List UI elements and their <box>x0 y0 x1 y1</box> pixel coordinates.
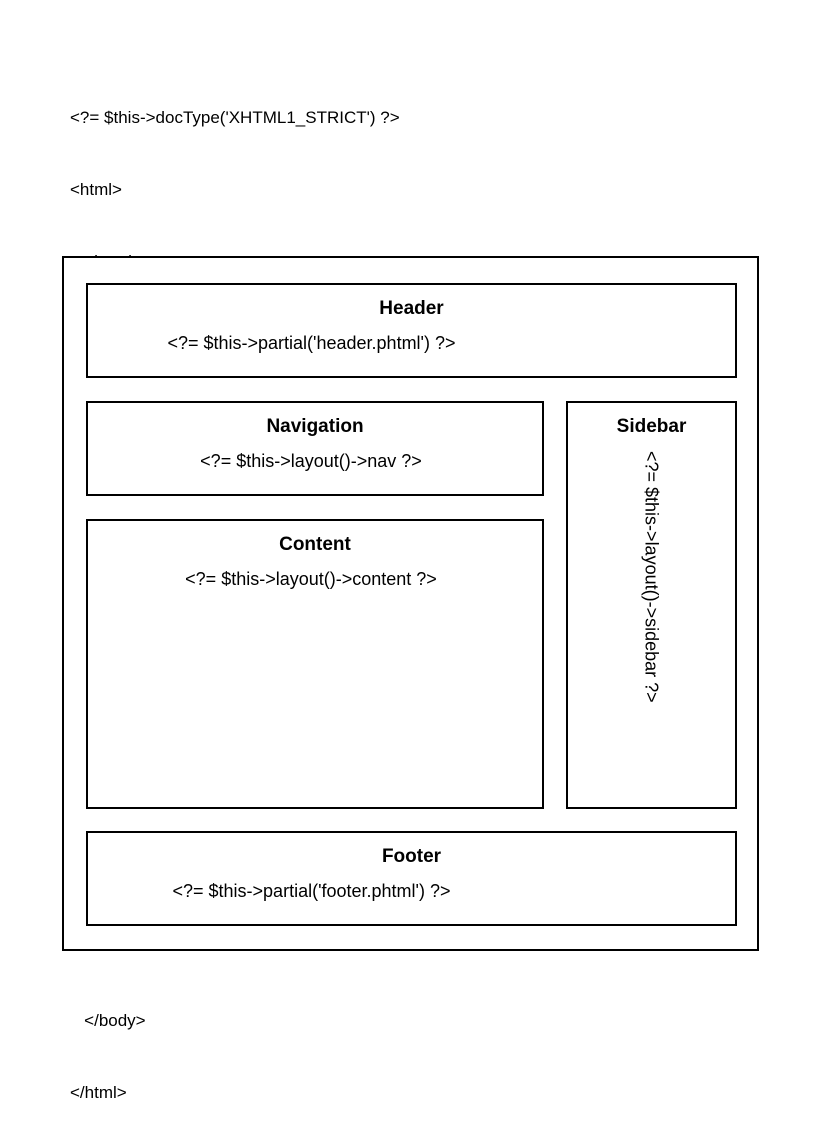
region-navigation-code: <?= $this->layout()->nav ?> <box>200 451 422 471</box>
region-footer: Footer <?= $this->partial('footer.phtml'… <box>86 831 737 926</box>
region-sidebar-code-wrapper: <?= $this->layout()->sidebar ?> <box>568 451 735 807</box>
region-navigation-title: Navigation <box>266 416 364 437</box>
region-content: Content <?= $this->layout()->content ?> <box>86 519 544 809</box>
region-sidebar-code: <?= $this->layout()->sidebar ?> <box>641 451 662 703</box>
region-sidebar: Sidebar <?= $this->layout()->sidebar ?> <box>566 401 737 809</box>
region-content-title: Content <box>279 534 351 555</box>
code-line-body-close: </body> <box>70 1011 146 1030</box>
code-line-html-close: </html> <box>70 1083 127 1102</box>
region-footer-title: Footer <box>381 846 442 867</box>
region-footer-code: <?= $this->partial('footer.phtml') ?> <box>172 881 451 901</box>
bottom-code-block: </body> </html> <box>70 961 146 1129</box>
code-line-html-open: <html> <box>70 180 122 199</box>
code-line-doctype: <?= $this->docType('XHTML1_STRICT') ?> <box>70 108 400 127</box>
region-header: Header <?= $this->partial('header.phtml'… <box>86 283 737 378</box>
region-content-code: <?= $this->layout()->content ?> <box>185 569 437 589</box>
region-header-title: Header <box>379 298 444 319</box>
region-header-code: <?= $this->partial('header.phtml') ?> <box>167 333 456 353</box>
region-sidebar-title: Sidebar <box>616 416 687 437</box>
layout-frame: Header <?= $this->partial('header.phtml'… <box>62 256 759 951</box>
region-navigation: Navigation <?= $this->layout()->nav ?> <box>86 401 544 496</box>
